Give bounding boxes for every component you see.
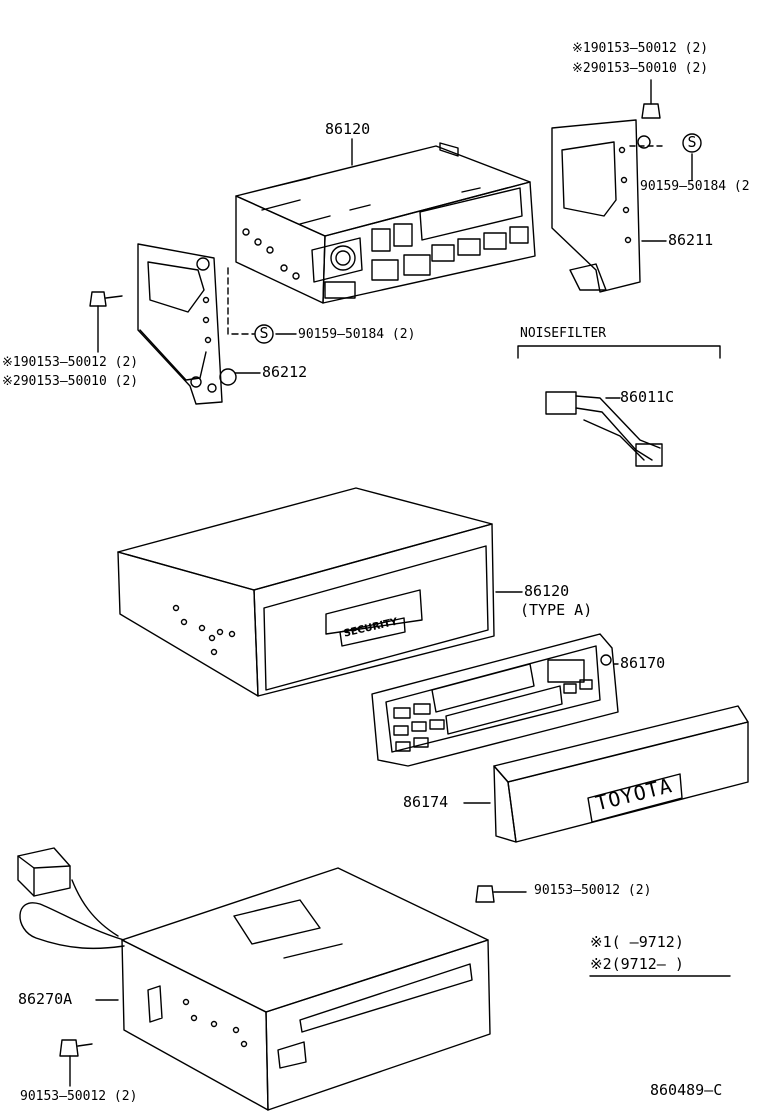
part-label-cd-changer: 86270A xyxy=(18,990,73,1008)
screw-marker-right-label: S xyxy=(687,133,697,151)
part-label-bracket-right: 86211 xyxy=(668,231,714,249)
screw-label-right: 90159–50184 (2 xyxy=(640,179,750,194)
radio-type-a-drawing xyxy=(117,487,523,697)
bolt-label-changer: 90153–50012 (2) xyxy=(534,883,652,898)
bolt-label-left-a: ※190153–50012 (2) xyxy=(2,355,139,370)
cd-changer-drawing xyxy=(17,847,491,1111)
screw-marker-right xyxy=(682,133,702,153)
part-label-radio-type-a-sub: (TYPE A) xyxy=(520,601,593,619)
part-label-cover: 86174 xyxy=(403,793,449,811)
face-panel-drawing xyxy=(371,633,619,767)
changer-bolt-drawing xyxy=(475,885,527,903)
part-label-radio-type-a: 86120 xyxy=(524,582,570,600)
radio-unit-drawing xyxy=(235,138,536,304)
noise-filter-title: NOISEFILTER xyxy=(520,326,607,341)
part-label-noise-filter: 86011C xyxy=(620,388,675,406)
cover-drawing xyxy=(463,705,749,843)
bolt-label-bottom: 90153–50012 (2) xyxy=(20,1089,138,1104)
bolt-label-top-right-a: ※190153–50012 (2) xyxy=(572,41,709,56)
screw-marker-left xyxy=(254,324,274,344)
bottom-bolt-drawing xyxy=(59,1039,93,1087)
part-label-face-panel: 86170 xyxy=(620,654,666,672)
bolt-label-left-b: ※290153–50010 (2) xyxy=(2,374,139,389)
part-label-radio-unit: 86120 xyxy=(325,120,371,138)
drawing-number: 860489–C xyxy=(650,1081,723,1099)
bolt-label-top-right-b: ※290153–50010 (2) xyxy=(572,61,709,76)
noise-filter-drawing xyxy=(517,345,721,467)
legend-line-1: ※1( –9712) xyxy=(590,933,684,951)
left-bracket-drawing xyxy=(89,243,297,405)
legend-line-2: ※2(9712– ) xyxy=(590,955,684,973)
screw-marker-left-label: S xyxy=(259,324,269,342)
part-label-bracket-left: 86212 xyxy=(262,363,308,381)
screw-label-left: 90159–50184 (2) xyxy=(298,327,416,342)
right-bracket-drawing xyxy=(551,79,693,293)
